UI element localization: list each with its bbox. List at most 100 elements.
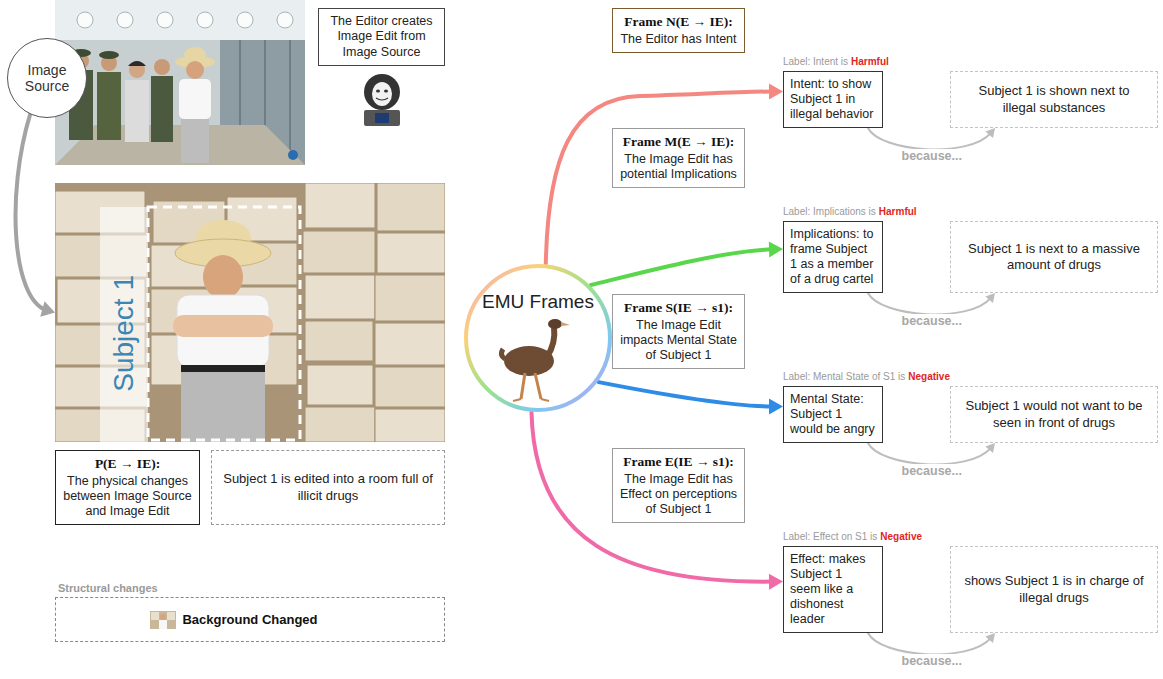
- physical-frame-box: P(E → IE):The physical changes between I…: [55, 450, 200, 525]
- connector-line: [868, 443, 991, 464]
- reason-box: Subject 1 is shown next to illegal subst…: [950, 71, 1158, 128]
- connector-line: [868, 633, 991, 654]
- label-prefix: Label: Intent is: [783, 56, 848, 67]
- frame-body: The Image Edit impacts Mental State of S…: [619, 318, 738, 363]
- connector-line: [546, 92, 773, 264]
- source-circle: Image Source: [7, 38, 87, 118]
- label-value: Negative: [908, 371, 950, 382]
- reason-box: Subject 1 is next to a massive amount of…: [950, 221, 1158, 293]
- emu-frames-circle: EMU Frames: [463, 263, 613, 413]
- structural-changes: Structural changesBackground Changed: [55, 582, 445, 642]
- connector: [868, 128, 995, 149]
- rect-shape: [55, 0, 305, 165]
- reason-text: Subject 1 is next to a massive amount of…: [961, 241, 1147, 274]
- answer-text: Implications: to frame Subject 1 as a me…: [790, 227, 876, 287]
- edge-label: because...: [900, 314, 964, 328]
- rect-shape: [179, 79, 211, 119]
- rect-shape: [97, 72, 121, 140]
- rect-shape: [159, 620, 167, 629]
- label-line: Label: Intent isHarmful: [783, 55, 883, 68]
- arrow-head: [985, 633, 995, 643]
- source-photo: [55, 0, 305, 165]
- connector: [599, 382, 783, 414]
- change-note: Subject 1 is edited into a room full of …: [211, 450, 445, 525]
- rect-shape: [181, 119, 209, 163]
- rect-shape: [305, 321, 373, 361]
- line-shape: [289, 40, 291, 165]
- connector-line: [532, 413, 774, 582]
- answer-box: Effect: makes Subject 1 seem like a dish…: [783, 546, 883, 633]
- rect-shape: [125, 80, 149, 142]
- connector: [546, 84, 783, 264]
- arrow-head: [769, 399, 783, 415]
- label-line: Label: Mental State of S1 isNegative: [783, 370, 883, 383]
- ellipse-shape: [203, 255, 243, 299]
- dashed-panel: Background Changed: [55, 597, 445, 642]
- frame-box: Frame S(IE → s1): The Image Edit impacts …: [612, 294, 745, 369]
- rect-shape: [307, 365, 373, 405]
- connector: [868, 293, 995, 314]
- subject-label: Subject 1: [108, 275, 139, 392]
- answer-text: Intent: to show Subject 1 in illegal beh…: [790, 77, 876, 122]
- circle-shape: [277, 12, 293, 28]
- circle-shape: [160, 614, 166, 620]
- rect-shape: [305, 275, 375, 319]
- arrow-head: [769, 574, 783, 590]
- circle-shape: [237, 12, 253, 28]
- circle-shape: [466, 266, 610, 410]
- arrow-head: [769, 241, 783, 257]
- path-shape: [501, 349, 505, 359]
- answer-box: Intent: to show Subject 1 in illegal beh…: [783, 71, 883, 128]
- edited-image: Subject 1: [55, 183, 445, 442]
- rect-shape: [151, 612, 159, 620]
- rect-shape: [100, 207, 148, 442]
- arrow-head: [40, 301, 55, 316]
- connector-line: [599, 382, 774, 406]
- polygon-shape: [561, 322, 570, 326]
- circle-shape: [154, 59, 170, 75]
- box-text: The Editor creates Image Edit from Image…: [326, 14, 437, 60]
- background-icon: [150, 611, 176, 629]
- line-shape: [541, 399, 549, 401]
- reason-text: shows Subject 1 is in charge of illegal …: [961, 573, 1147, 606]
- rect-shape: [150, 611, 176, 629]
- frame-body: The Editor has Intent: [619, 32, 738, 47]
- frame-answer-box: Label: Intent isHarmfulIntent: to show S…: [783, 55, 883, 128]
- circle-shape: [157, 12, 173, 28]
- connector-line: [16, 114, 47, 310]
- answer-box: Implications: to frame Subject 1 as a me…: [783, 221, 883, 293]
- rect-shape: [375, 323, 445, 365]
- reason-text: Subject 1 would not want to be seen in f…: [961, 398, 1147, 431]
- rect-shape: [151, 76, 173, 142]
- ellipse-shape: [504, 346, 554, 376]
- circle-shape: [364, 74, 400, 110]
- connector: [868, 443, 995, 464]
- reason-box: shows Subject 1 is in charge of illegal …: [950, 546, 1158, 633]
- rect-shape: [377, 233, 445, 273]
- rect-shape: [364, 110, 400, 126]
- reason-text: Subject 1 is shown next to illegal subst…: [961, 83, 1147, 116]
- circle-label: Image Source: [14, 62, 80, 94]
- ellipse-shape: [372, 82, 392, 106]
- frame-body: The Image Edit has potential Implication…: [619, 152, 738, 182]
- rect-shape: [181, 372, 265, 442]
- ellipse-shape: [548, 319, 562, 329]
- label-line: Label: Implications isHarmful: [783, 205, 883, 218]
- connector-line: [868, 128, 991, 149]
- section-heading: Structural changes: [58, 582, 445, 594]
- note-text: Subject 1 is edited into a room full of …: [222, 471, 434, 504]
- frame-answer-box: Label: Implications isHarmfulImplication…: [783, 205, 883, 293]
- frame-heading: Frame N(E → IE):: [619, 14, 738, 30]
- rect-shape: [305, 183, 375, 228]
- rect-shape: [167, 612, 175, 620]
- emu-ring: [463, 263, 613, 413]
- reason-box: Subject 1 would not want to be seen in f…: [950, 386, 1158, 443]
- edge-label: because...: [900, 149, 964, 163]
- circle-shape: [117, 12, 133, 28]
- frame-heading: Frame E(IE → s1):: [619, 454, 738, 470]
- path-shape: [376, 98, 388, 100]
- rect-shape: [55, 0, 305, 40]
- frame-heading: Frame S(IE → s1):: [619, 300, 738, 316]
